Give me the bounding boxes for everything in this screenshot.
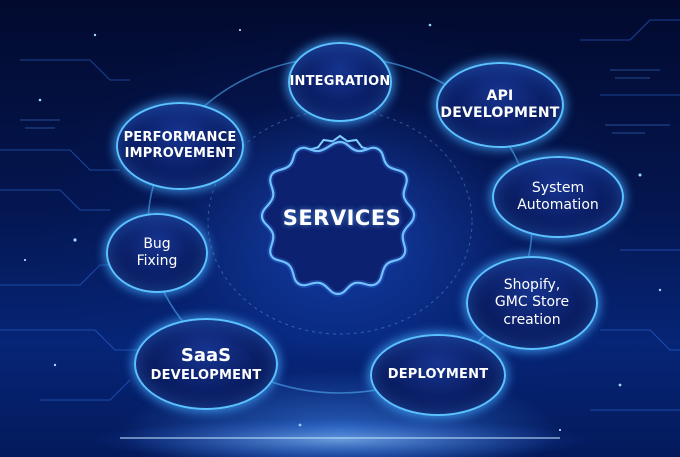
- node-performance-improvement: PERFORMANCE IMPROVEMENT: [116, 102, 244, 190]
- integration-label: INTEGRATION: [289, 73, 391, 89]
- node-bug-fixing: Bug Fixing: [106, 213, 208, 293]
- saas-label-line1: SaaS: [180, 345, 232, 367]
- api-label-line1: API: [486, 87, 514, 104]
- node-shopify-gmc: Shopify, GMC Store creation: [466, 256, 598, 350]
- shopify-label-line2: GMC Store: [494, 294, 570, 311]
- shopify-label-line1: Shopify,: [503, 276, 561, 293]
- circuit-lines: [0, 19, 680, 411]
- bug-label-line2: Fixing: [136, 253, 178, 269]
- performance-label-line2: IMPROVEMENT: [124, 146, 236, 161]
- system-label-line1: System: [531, 179, 585, 196]
- tick-marks: [20, 69, 670, 134]
- bug-label-line1: Bug: [143, 235, 171, 252]
- performance-label-line1: PERFORMANCE: [123, 129, 237, 145]
- system-label-line2: Automation: [517, 197, 599, 213]
- api-label-line2: DEVELOPMENT: [440, 105, 560, 121]
- node-integration: INTEGRATION: [288, 42, 392, 122]
- sparkle-dots: [23, 23, 662, 432]
- node-api-development: API DEVELOPMENT: [436, 62, 564, 148]
- deployment-label: DEPLOYMENT: [387, 366, 489, 382]
- node-saas-development: SaaS DEVELOPMENT: [134, 318, 278, 410]
- node-deployment: DEPLOYMENT: [370, 334, 506, 416]
- saas-label-line2: DEVELOPMENT: [150, 367, 262, 383]
- services-title: SERVICES: [282, 206, 402, 230]
- node-system-automation: System Automation: [492, 156, 624, 238]
- shopify-label-line3: creation: [503, 311, 561, 328]
- services-badge-shape: [258, 138, 418, 298]
